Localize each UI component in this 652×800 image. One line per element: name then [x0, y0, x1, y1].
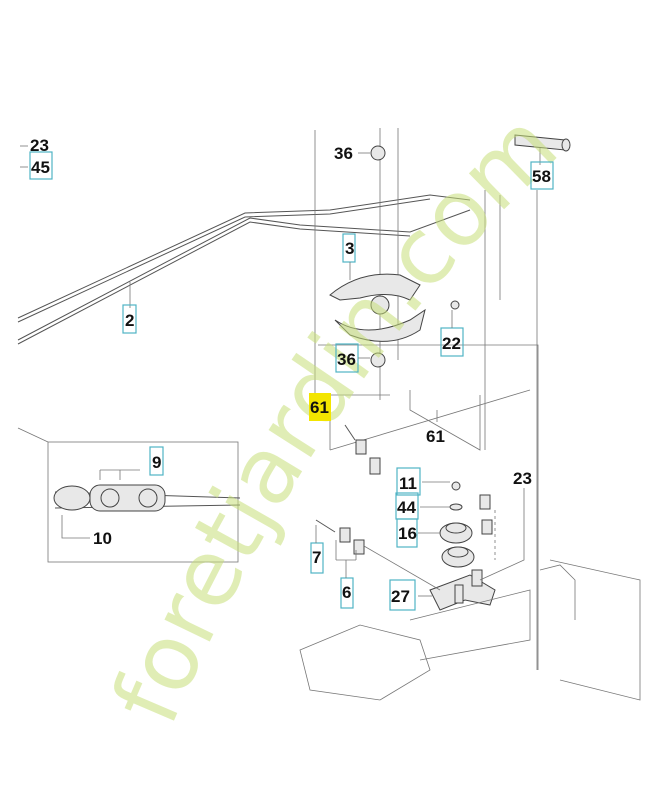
- label-3: 3: [345, 239, 354, 258]
- label-61: 61: [426, 427, 445, 446]
- pulley-part-16: [439, 481, 475, 568]
- label-36-top: 36: [334, 144, 353, 163]
- label-22: 22: [442, 334, 461, 353]
- label-61-highlighted: 61: [310, 398, 329, 417]
- watermark-logo: foretjardin.com: [92, 92, 578, 739]
- bracket-part-3: [329, 145, 460, 368]
- label-45: 45: [31, 158, 50, 177]
- label-27: 27: [391, 587, 410, 606]
- leader-lines: [20, 145, 525, 597]
- detail-inset: [17, 427, 241, 563]
- deck-outline: [299, 559, 641, 701]
- highlight-61: [309, 393, 331, 421]
- label-6: 6: [342, 583, 351, 602]
- label-44: 44: [397, 498, 416, 517]
- cable-2: [17, 194, 471, 345]
- label-36-mid: 36: [337, 350, 356, 369]
- label-9: 9: [152, 453, 161, 472]
- label-11: 11: [399, 474, 417, 493]
- label-16: 16: [398, 524, 417, 543]
- frame-lines: [314, 128, 539, 670]
- label-10: 10: [93, 529, 112, 548]
- pin-part-58: [514, 134, 571, 165]
- label-58: 58: [532, 167, 551, 186]
- bracket-part-27: [429, 569, 496, 611]
- label-23-top: 23: [30, 136, 49, 155]
- callout-boxes: [29, 151, 554, 611]
- clip-parts: [315, 424, 496, 591]
- label-23-right: 23: [513, 469, 532, 488]
- label-7: 7: [312, 548, 321, 567]
- label-2: 2: [125, 311, 134, 330]
